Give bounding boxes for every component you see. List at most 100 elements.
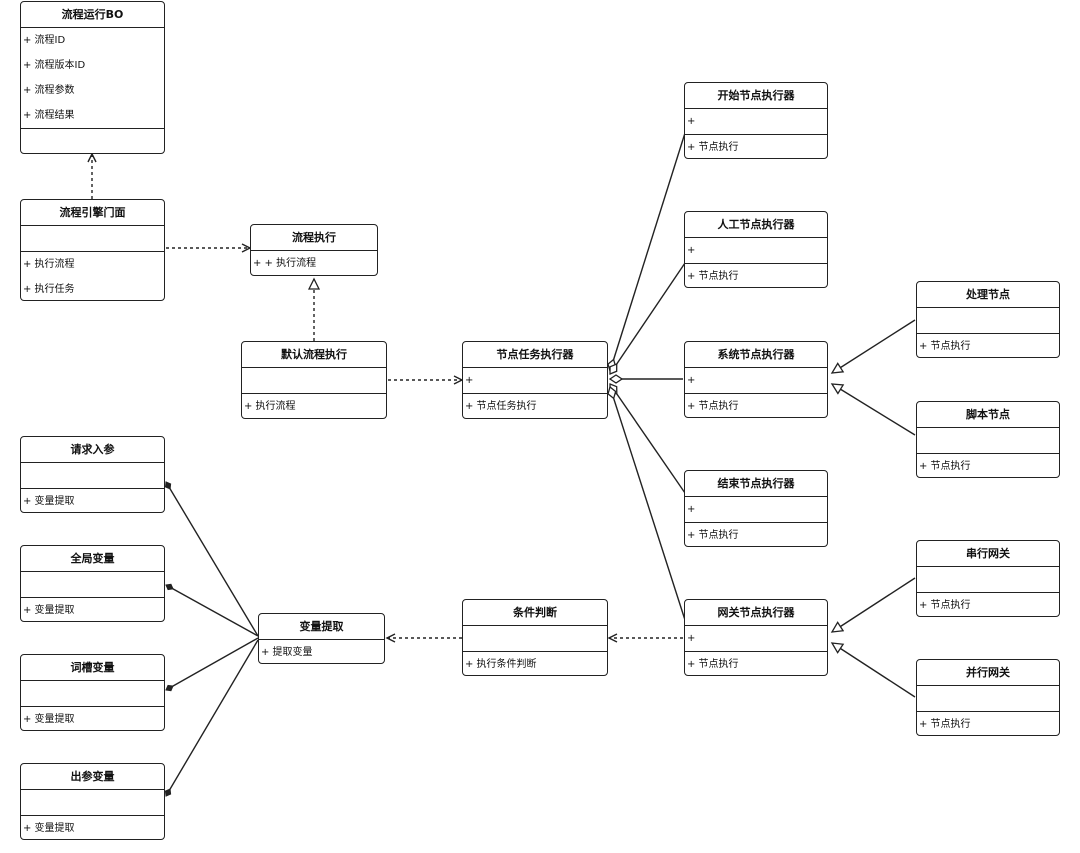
- class-start-node-executor[interactable]: 开始节点执行器 + + 节点执行: [684, 82, 828, 159]
- attribute: +: [687, 116, 696, 127]
- class-title: 默认流程执行: [242, 342, 386, 368]
- operations-section: + 变量提取: [21, 489, 164, 512]
- attributes-section: [21, 463, 164, 489]
- operations-section: + 节点执行: [685, 264, 827, 287]
- operations-section: + 节点执行: [685, 135, 827, 158]
- operation: + 节点执行: [919, 461, 971, 472]
- operation: + 变量提取: [23, 823, 75, 834]
- agg-task-start: [610, 132, 686, 371]
- comp-global-var: [165, 583, 259, 637]
- class-node-task-executor[interactable]: 节点任务执行器 + + 节点任务执行: [462, 341, 608, 419]
- class-system-node-executor[interactable]: 系统节点执行器 + + 节点执行: [684, 341, 828, 418]
- class-title: 出参变量: [21, 764, 164, 790]
- class-title: 并行网关: [917, 660, 1059, 686]
- operations-section: + 提取变量: [259, 640, 384, 663]
- class-request-param[interactable]: 请求入参 + 变量提取: [20, 436, 165, 513]
- attributes-section: [242, 368, 386, 394]
- operations-section: + 执行条件判断: [463, 652, 607, 675]
- attribute: + 流程结果: [23, 110, 75, 121]
- operations-section: + 节点执行: [917, 454, 1059, 477]
- operation: + 节点执行: [687, 659, 739, 670]
- operation: + 执行条件判断: [465, 659, 537, 670]
- operations-section: + 节点执行: [685, 523, 827, 546]
- class-title: 全局变量: [21, 546, 164, 572]
- class-title: 处理节点: [917, 282, 1059, 308]
- class-flow-run-bo[interactable]: 流程运行BO + 流程ID + 流程版本ID + 流程参数 + 流程结果: [20, 1, 165, 154]
- operation: + + 执行流程: [253, 258, 317, 269]
- class-title: 脚本节点: [917, 402, 1059, 428]
- class-gateway-node-executor[interactable]: 网关节点执行器 + + 节点执行: [684, 599, 828, 676]
- attributes-section: +: [685, 368, 827, 394]
- class-title: 条件判断: [463, 600, 607, 626]
- operations-section: + 执行流程: [242, 394, 386, 418]
- class-title: 网关节点执行器: [685, 600, 827, 626]
- attributes-section: [463, 626, 607, 652]
- inherit-serial-gateway: [832, 577, 916, 632]
- attributes-section: +: [685, 238, 827, 264]
- class-title: 流程执行: [251, 225, 377, 251]
- operation: + 节点任务执行: [465, 401, 537, 412]
- operation: + 变量提取: [23, 714, 75, 725]
- class-default-flow-execution[interactable]: 默认流程执行 + 执行流程: [241, 341, 387, 419]
- agg-task-manual: [610, 262, 686, 374]
- operation: + 节点执行: [687, 271, 739, 282]
- class-process-node[interactable]: 处理节点 + 节点执行: [916, 281, 1060, 358]
- operation: + 节点执行: [687, 530, 739, 541]
- class-manual-node-executor[interactable]: 人工节点执行器 + + 节点执行: [684, 211, 828, 288]
- inherit-process-system: [832, 319, 916, 373]
- attribute: +: [687, 633, 696, 644]
- operations-section: + + 执行流程: [251, 251, 377, 275]
- inherit-script-system: [832, 384, 916, 436]
- attributes-section: [21, 226, 164, 252]
- attributes-section: +: [685, 626, 827, 652]
- comp-out-var: [164, 639, 259, 797]
- operation: + 节点执行: [919, 341, 971, 352]
- attributes-section: [917, 308, 1059, 334]
- operation: + 提取变量: [261, 647, 313, 658]
- operation: + 变量提取: [23, 605, 75, 616]
- operations-section: + 执行流程 + 执行任务: [21, 252, 164, 300]
- attributes-section: [917, 428, 1059, 454]
- operation: + 执行流程: [23, 259, 75, 270]
- class-global-variable[interactable]: 全局变量 + 变量提取: [20, 545, 165, 622]
- attributes-section: +: [685, 497, 827, 523]
- attribute: +: [687, 245, 696, 256]
- class-title: 串行网关: [917, 541, 1059, 567]
- operation: + 节点执行: [919, 600, 971, 611]
- attributes-section: [21, 790, 164, 816]
- class-title: 节点任务执行器: [463, 342, 607, 368]
- class-script-node[interactable]: 脚本节点 + 节点执行: [916, 401, 1060, 478]
- class-serial-gateway[interactable]: 串行网关 + 节点执行: [916, 540, 1060, 617]
- operation: + 节点执行: [687, 401, 739, 412]
- class-slot-variable[interactable]: 词槽变量 + 变量提取: [20, 654, 165, 731]
- attribute: + 流程ID: [23, 35, 66, 46]
- attributes-section: + 流程ID + 流程版本ID + 流程参数 + 流程结果: [21, 28, 164, 129]
- attribute: + 流程版本ID: [23, 60, 86, 71]
- class-flow-execution[interactable]: 流程执行 + + 执行流程: [250, 224, 378, 276]
- operations-section: + 节点执行: [917, 593, 1059, 616]
- operation: + 变量提取: [23, 496, 75, 507]
- class-output-variable[interactable]: 出参变量 + 变量提取: [20, 763, 165, 840]
- class-title: 流程引擎门面: [21, 200, 164, 226]
- class-end-node-executor[interactable]: 结束节点执行器 + + 节点执行: [684, 470, 828, 547]
- class-title: 开始节点执行器: [685, 83, 827, 109]
- class-variable-extract[interactable]: 变量提取 + 提取变量: [258, 613, 385, 664]
- inherit-parallel-gateway: [832, 643, 916, 698]
- attributes-section: [21, 681, 164, 707]
- comp-req-var: [164, 481, 259, 637]
- attributes-section: [21, 572, 164, 598]
- attribute: + 流程参数: [23, 85, 75, 96]
- class-condition-judge[interactable]: 条件判断 + 执行条件判断: [462, 599, 608, 676]
- operations-section: + 节点执行: [685, 652, 827, 675]
- class-flow-engine-facade[interactable]: 流程引擎门面 + 执行流程 + 执行任务: [20, 199, 165, 301]
- operations-section: + 节点执行: [917, 712, 1059, 735]
- class-title: 变量提取: [259, 614, 384, 640]
- operations-section: + 变量提取: [21, 816, 164, 839]
- operation: + 节点执行: [687, 142, 739, 153]
- class-parallel-gateway[interactable]: 并行网关 + 节点执行: [916, 659, 1060, 736]
- operations-section: + 节点任务执行: [463, 394, 607, 418]
- operations-section: + 节点执行: [685, 394, 827, 417]
- class-title: 请求入参: [21, 437, 164, 463]
- class-title: 系统节点执行器: [685, 342, 827, 368]
- agg-task-gateway: [610, 387, 686, 621]
